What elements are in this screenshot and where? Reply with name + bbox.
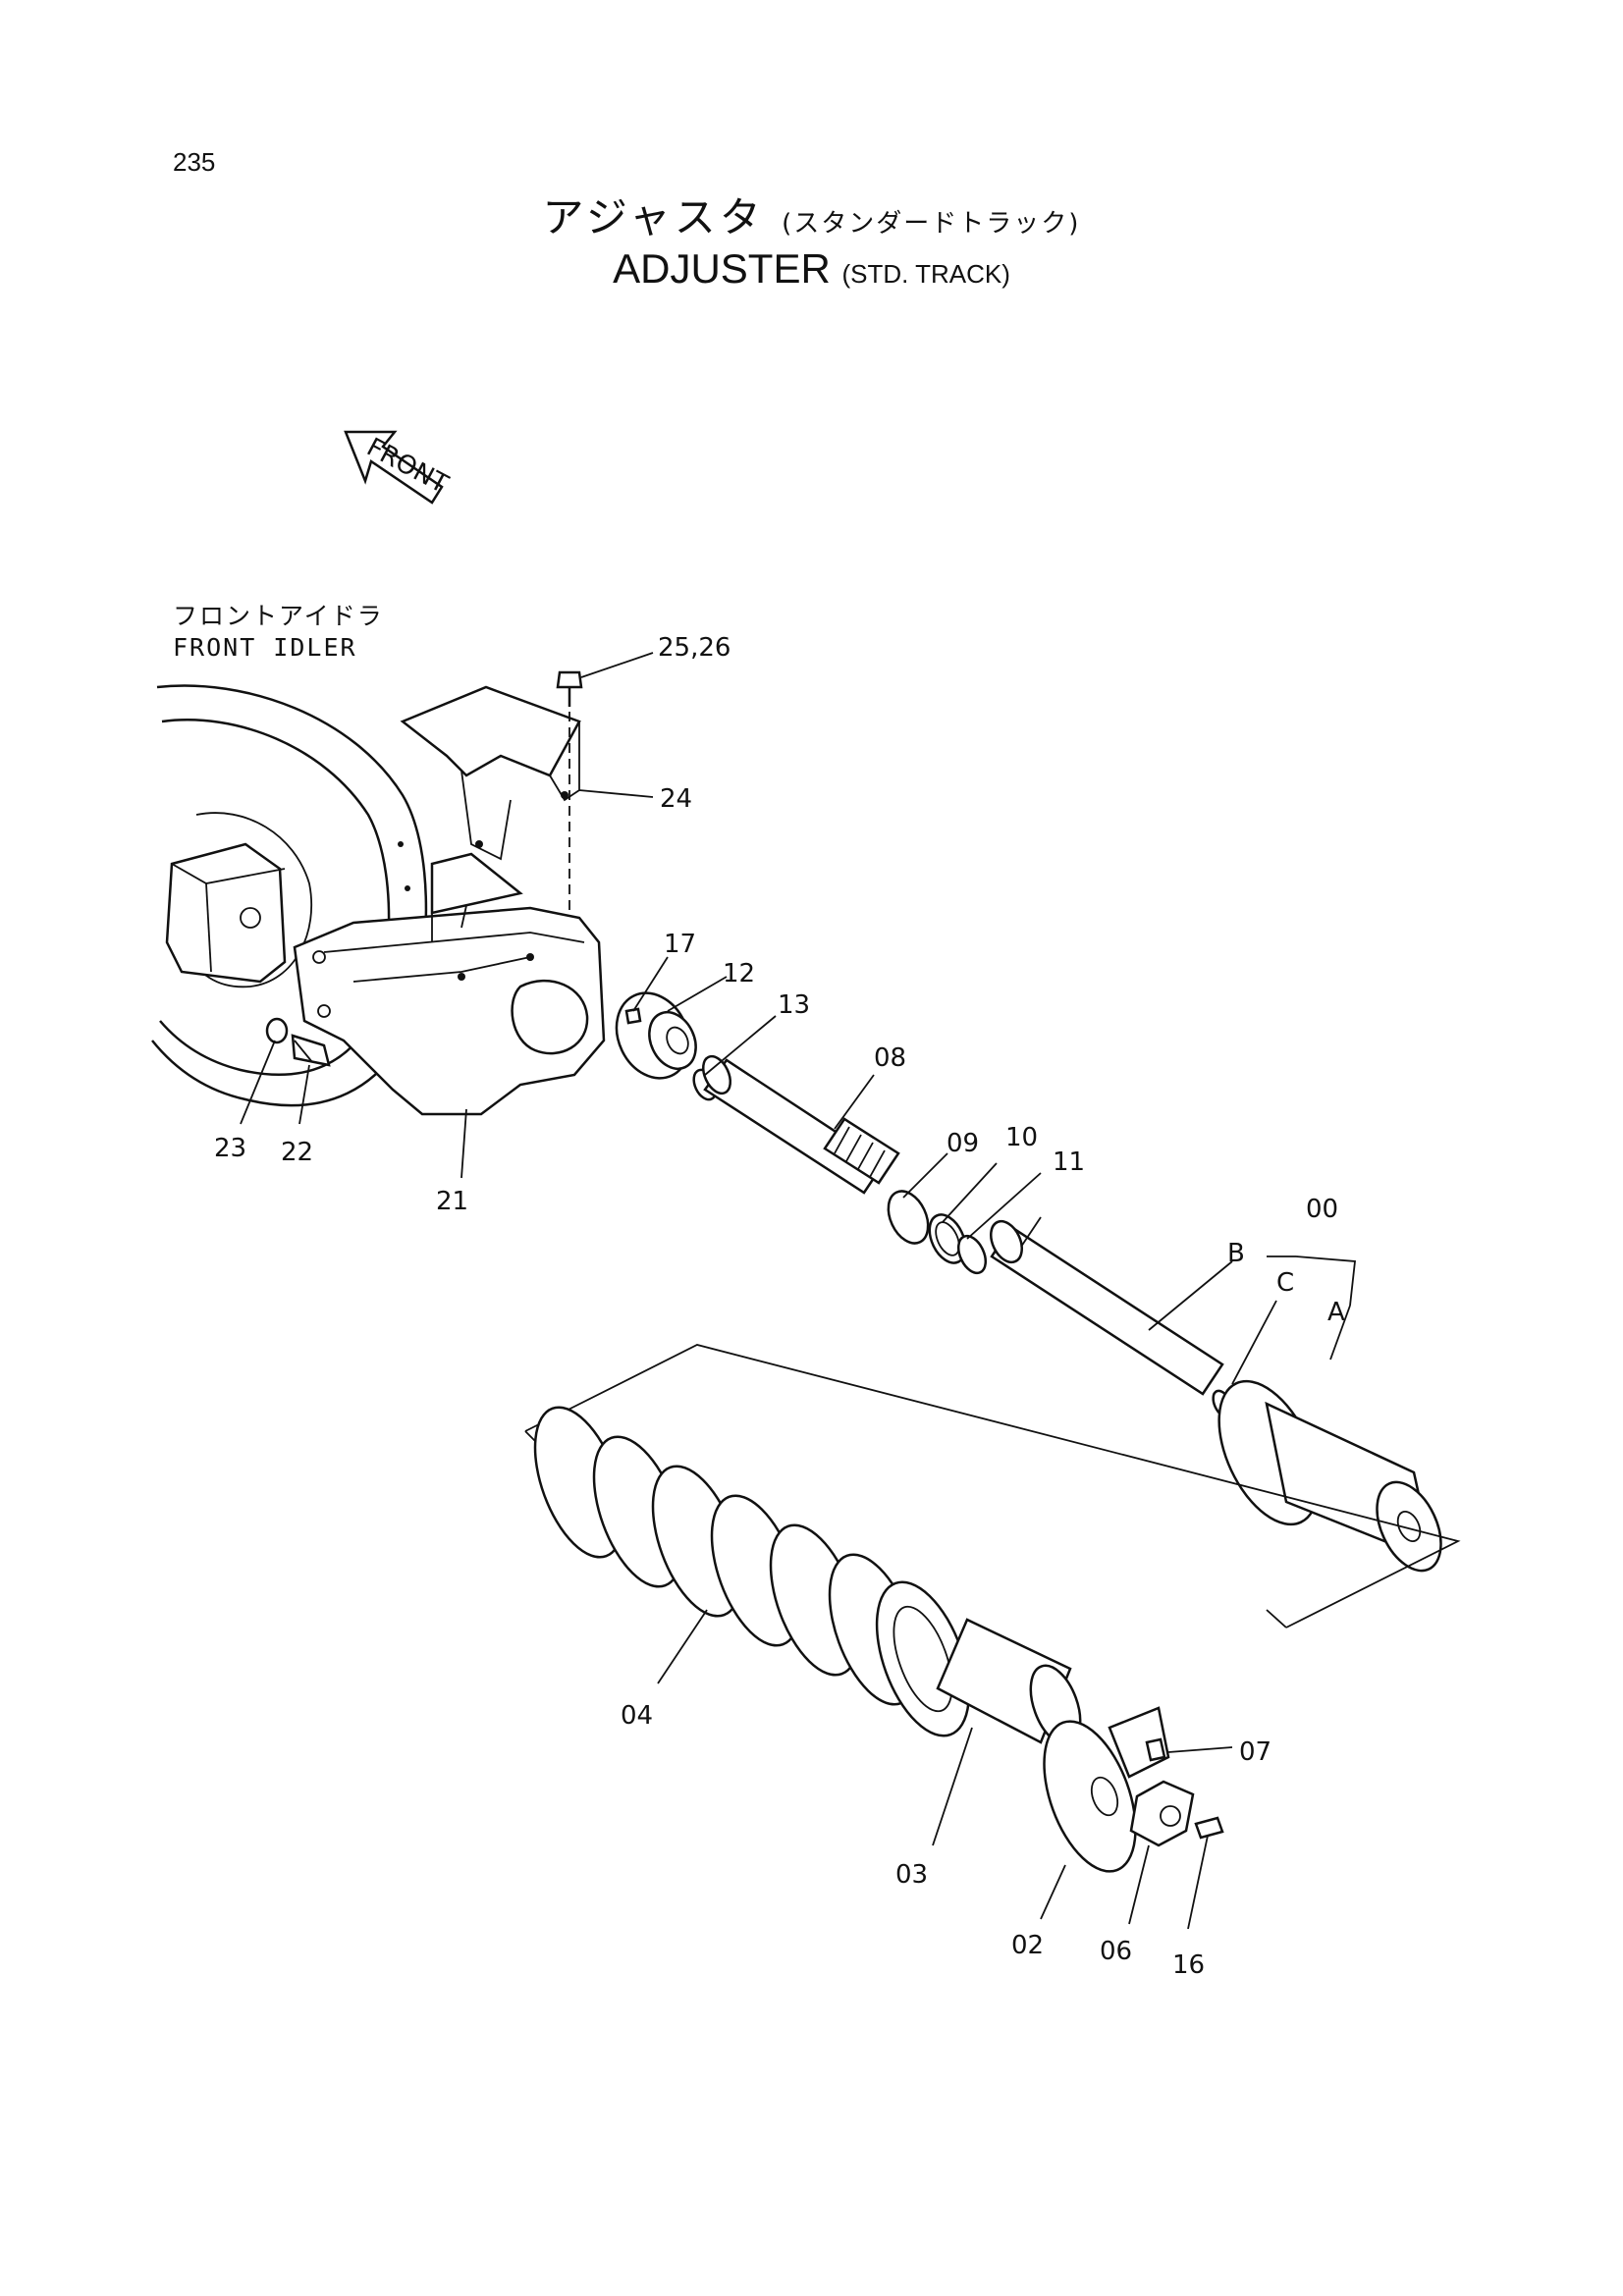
callout-07: 07	[1239, 1737, 1271, 1767]
part-11-ring	[956, 1234, 988, 1275]
callout-08: 08	[874, 1043, 906, 1073]
part-07-bolt	[1145, 1737, 1166, 1762]
callout-22: 22	[281, 1138, 313, 1167]
grouping-frame	[524, 1344, 1461, 1629]
callout-17: 17	[664, 930, 696, 959]
part-25-26-bolt	[556, 670, 583, 972]
title-jp-main: アジャスタ	[542, 193, 765, 241]
callout-16: 16	[1172, 1950, 1205, 1980]
part-22-bolt	[291, 1034, 331, 1067]
callout-10: 10	[1005, 1123, 1038, 1152]
front-idler-note: フロントアイドラ FRONT IDLER	[173, 601, 384, 664]
callout-12: 12	[723, 959, 755, 988]
part-24-guard-plate	[400, 685, 581, 861]
front-idler-note-jp: フロントアイドラ	[173, 602, 384, 630]
callout-06: 06	[1100, 1937, 1132, 1966]
callout-04: 04	[621, 1701, 653, 1731]
callout-a: A	[1327, 1298, 1345, 1327]
callout-11: 11	[1053, 1148, 1085, 1177]
part-16-grease-fitting	[1194, 1816, 1224, 1840]
title-en-sub: (STD. TRACK)	[841, 259, 1010, 289]
callout-b: B	[1227, 1239, 1245, 1268]
callout-02: 02	[1011, 1931, 1044, 1960]
callout-13: 13	[778, 990, 810, 1020]
part-17-bolt	[624, 1007, 642, 1025]
title-japanese: アジャスタ (スタンダードトラック)	[0, 185, 1623, 244]
callout-21: 21	[436, 1187, 468, 1216]
front-arrow-label: FRONT	[361, 433, 453, 500]
part-04-spring	[533, 1406, 971, 1737]
callout-25-26: 25,26	[658, 633, 730, 663]
front-idler-note-en: FRONT IDLER	[173, 633, 357, 662]
front-direction-arrow: FRONT	[344, 430, 453, 505]
callout-24: 24	[660, 784, 692, 814]
page-number: 235	[173, 147, 216, 177]
callout-c: C	[1276, 1268, 1294, 1298]
part-09-ring	[887, 1190, 930, 1245]
part-23-washer	[265, 1017, 289, 1044]
part-00-b-rod	[990, 1216, 1224, 1396]
callout-09: 09	[947, 1129, 979, 1158]
leader-lines	[240, 652, 1356, 1930]
callout-23: 23	[214, 1134, 246, 1163]
part-08-piston	[701, 1054, 900, 1195]
callout-03: 03	[895, 1860, 928, 1890]
title-english: ADJUSTER (STD. TRACK)	[0, 245, 1623, 293]
part-10-ring	[928, 1213, 967, 1264]
part-21-yoke-bracket	[293, 852, 606, 1116]
part-06-valve-block	[1129, 1780, 1195, 1847]
title-jp-sub: (スタンダードトラック)	[782, 209, 1081, 239]
title-en-main: ADJUSTER	[613, 245, 831, 292]
part-00-a-cylinder	[1217, 1379, 1442, 1573]
callout-00: 00	[1306, 1195, 1338, 1224]
